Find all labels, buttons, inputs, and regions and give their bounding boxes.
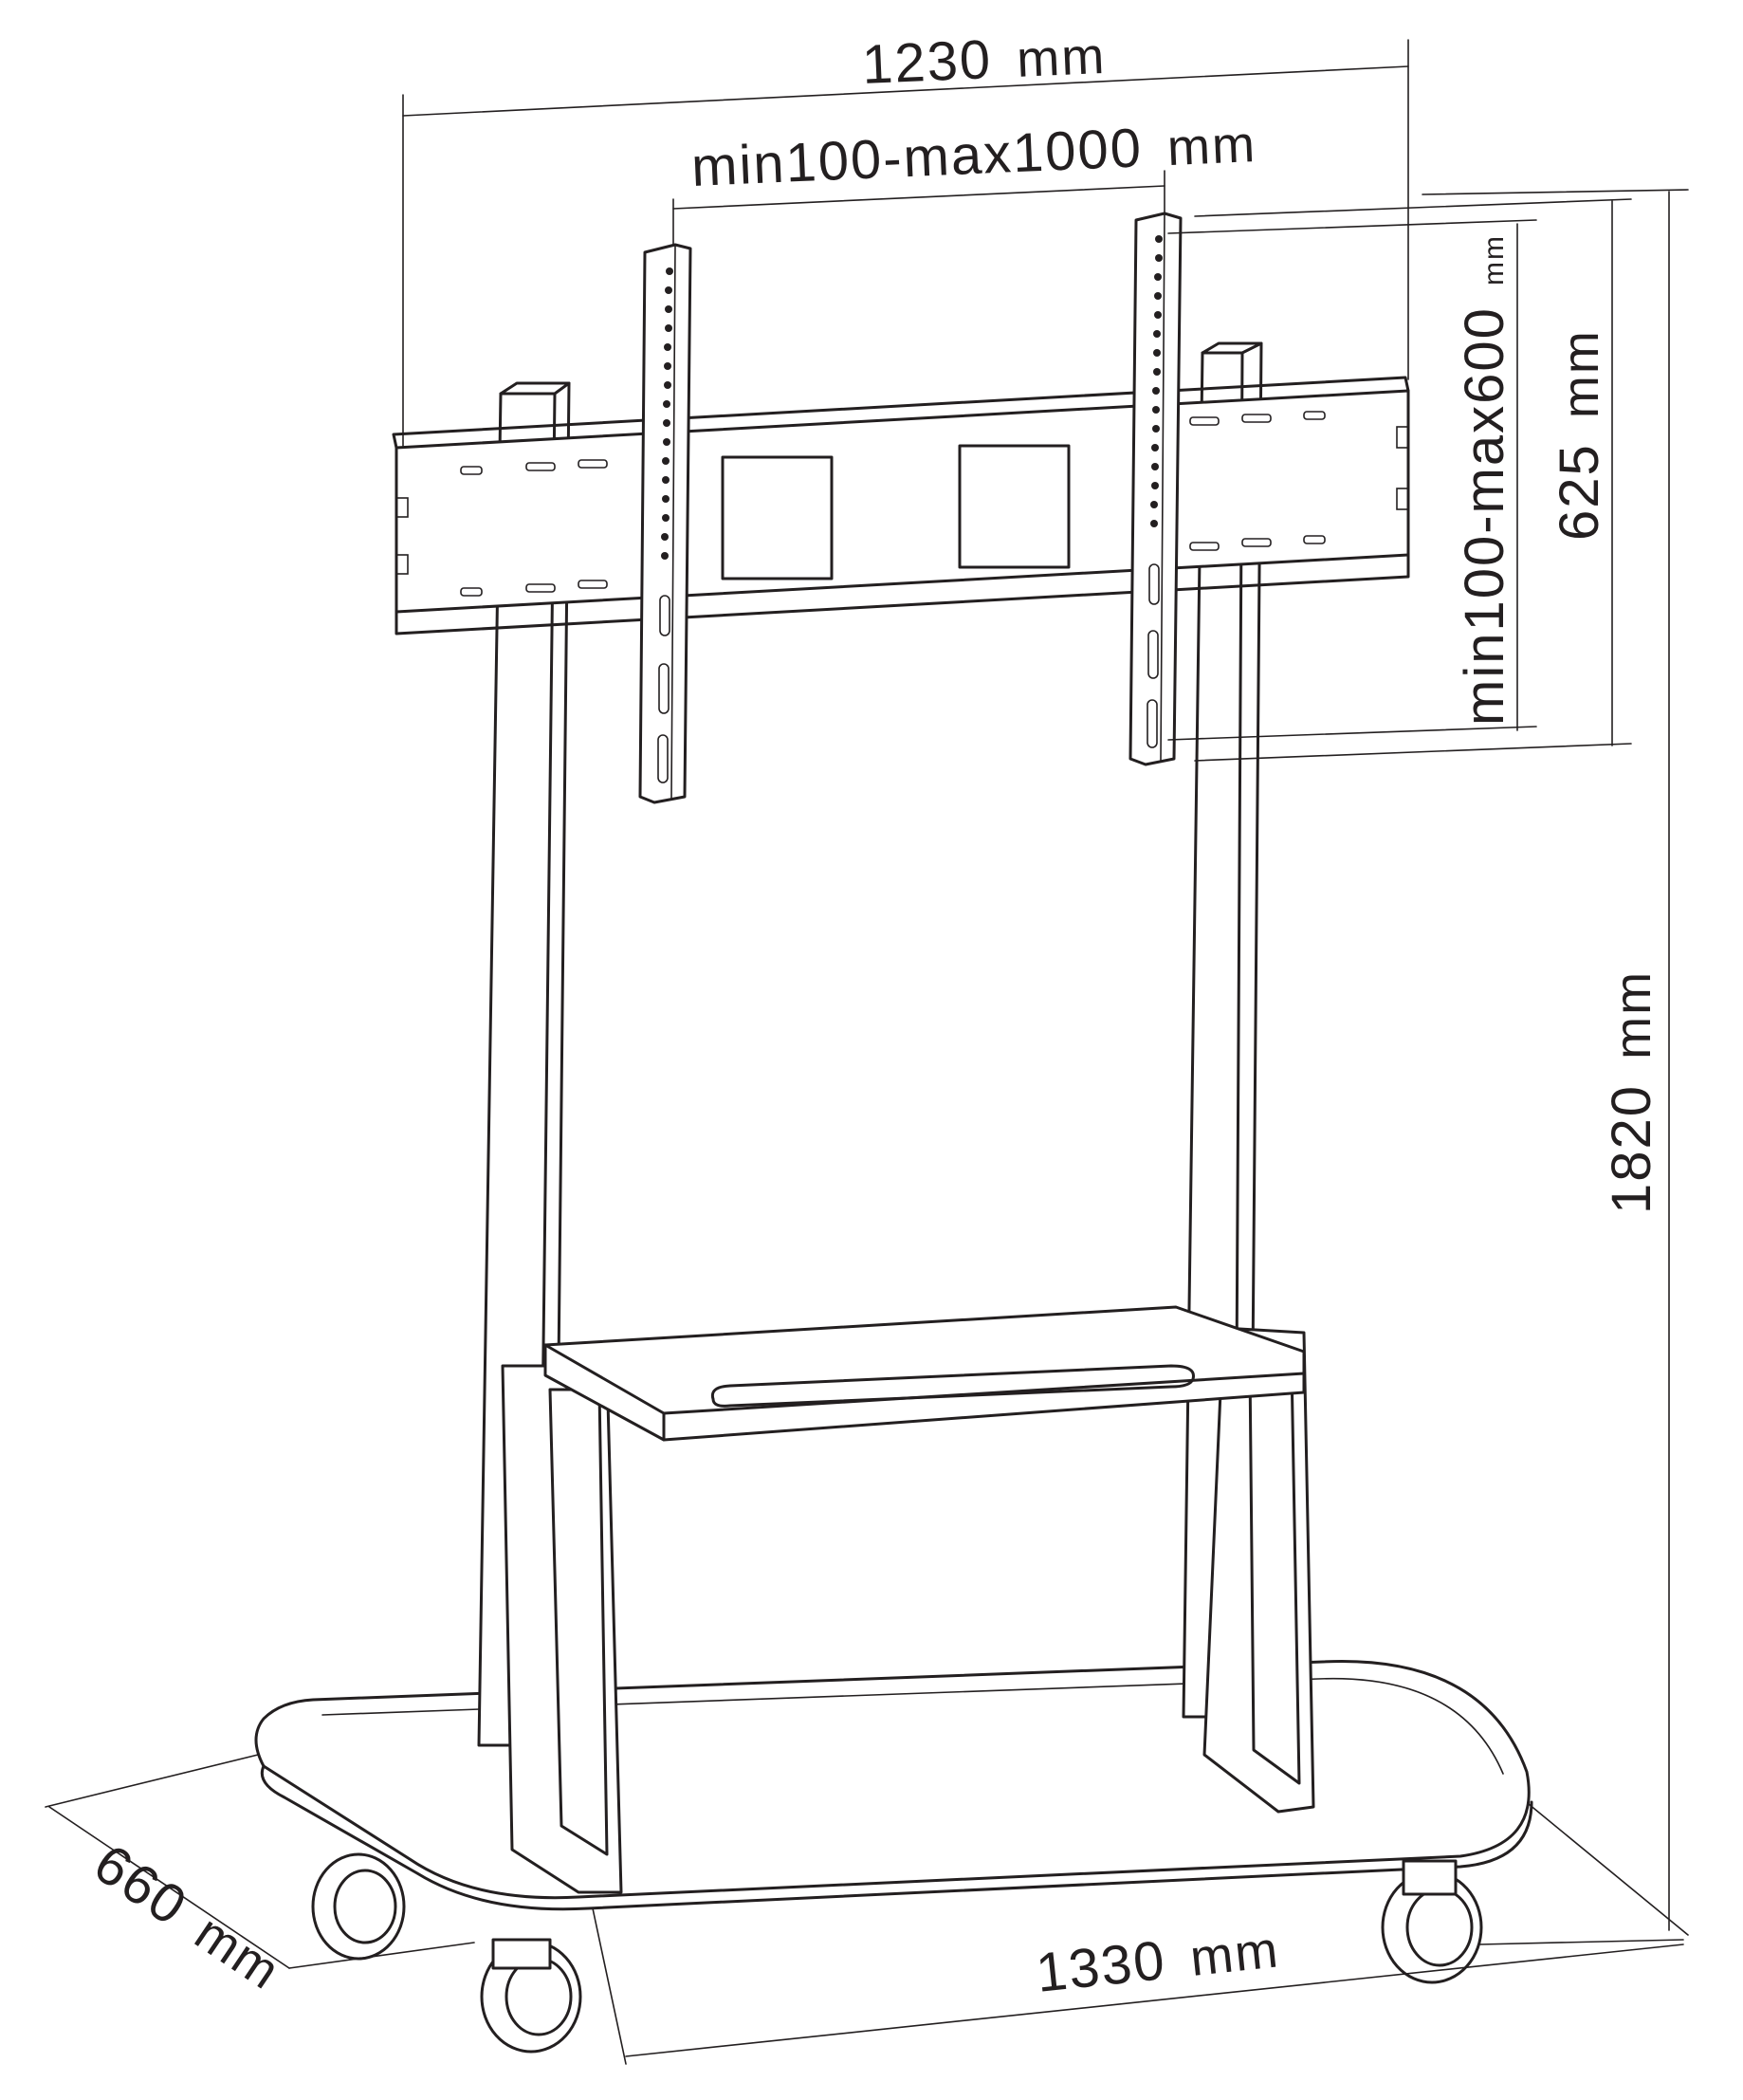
base-depth-value: 660 — [83, 1833, 199, 1938]
base-width-unit: mm — [1187, 1921, 1282, 1986]
vesa-arm-left-holes — [661, 267, 673, 560]
vesa-vertical-value: min100-max600 — [1454, 306, 1515, 726]
total-height-unit: mm — [1605, 970, 1661, 1059]
vesa-arm-right-holes — [1150, 235, 1163, 527]
base-width-label: 1330 mm — [1034, 1917, 1283, 2004]
vesa-arm-right — [1128, 212, 1183, 766]
total-height-label: 1820 mm — [1601, 970, 1662, 1214]
dimension-lines — [45, 39, 1689, 2065]
base-depth-label: 660 mm — [83, 1833, 293, 2002]
equipment-shelf — [543, 1305, 1306, 1442]
right-shelf-frame — [1202, 1326, 1315, 1814]
overall-width-label: 1230 mm — [861, 24, 1108, 96]
base-width-value: 1330 — [1034, 1929, 1169, 2004]
base-depth-unit: mm — [185, 1904, 290, 2000]
vesa-horizontal-label: min100-max1000 mm — [690, 112, 1258, 198]
vesa-arm-left — [638, 243, 692, 804]
left-shelf-frame — [501, 1364, 623, 1894]
vesa-vertical-unit: mm — [1478, 234, 1510, 286]
vesa-vertical-label: min100-max600 mm — [1454, 234, 1515, 726]
caster-left-front — [480, 1938, 582, 2054]
bracket-height-label: 625 mm — [1549, 329, 1610, 541]
base-platform — [254, 1660, 1533, 1911]
rail-slots — [395, 411, 1409, 597]
overall-width-unit: mm — [1016, 28, 1107, 88]
bracket-height-unit: mm — [1552, 329, 1609, 418]
rail-cutout-left — [721, 455, 834, 580]
vesa-horizontal-value: min100-max1000 — [690, 117, 1145, 198]
vesa-horizontal-unit: mm — [1166, 116, 1257, 176]
overall-width-value: 1230 — [861, 28, 994, 96]
total-height-value: 1820 — [1601, 1084, 1662, 1214]
bracket-height-value: 625 — [1549, 443, 1610, 541]
caster-left-rear — [311, 1852, 406, 1961]
caster-right — [1381, 1859, 1483, 1984]
rail-cutout-right — [958, 444, 1071, 569]
